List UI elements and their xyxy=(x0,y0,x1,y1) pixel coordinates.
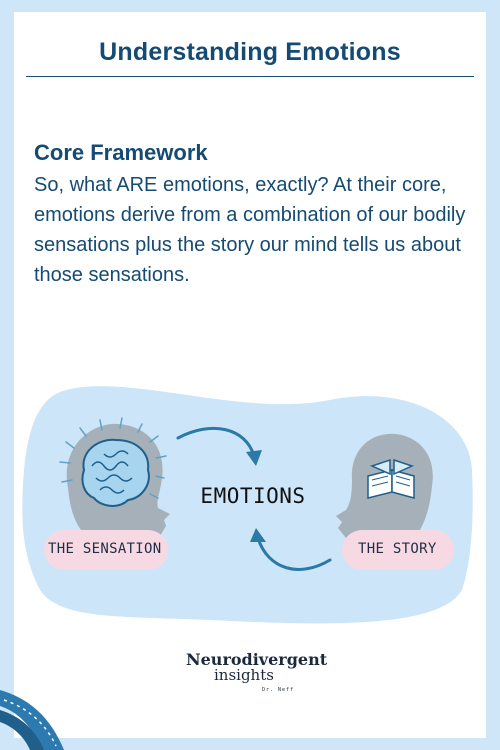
story-pill xyxy=(342,530,454,570)
emotions-label: EMOTIONS xyxy=(200,484,306,508)
page-title: Understanding Emotions xyxy=(99,38,401,66)
title-divider xyxy=(26,76,474,77)
sensation-pill xyxy=(44,530,168,570)
section-body: So, what ARE emotions, exactly? At their… xyxy=(34,174,466,286)
story-label: THE STORY xyxy=(358,541,437,557)
section-heading: Core Framework xyxy=(34,140,208,165)
corner-swoosh-graphic xyxy=(0,690,64,750)
sensation-head-icon xyxy=(59,417,170,560)
arrow-to-emotions xyxy=(176,426,256,458)
story-head-icon xyxy=(336,433,433,560)
logo-byline: Dr. Neff xyxy=(262,687,295,693)
arrow-to-sensation xyxy=(256,536,332,571)
sensation-label: THE SENSATION xyxy=(48,541,162,557)
logo-wordmark: Neurodivergent xyxy=(186,650,328,669)
brain-icon xyxy=(81,438,150,507)
logo-subword: insights xyxy=(214,666,274,684)
